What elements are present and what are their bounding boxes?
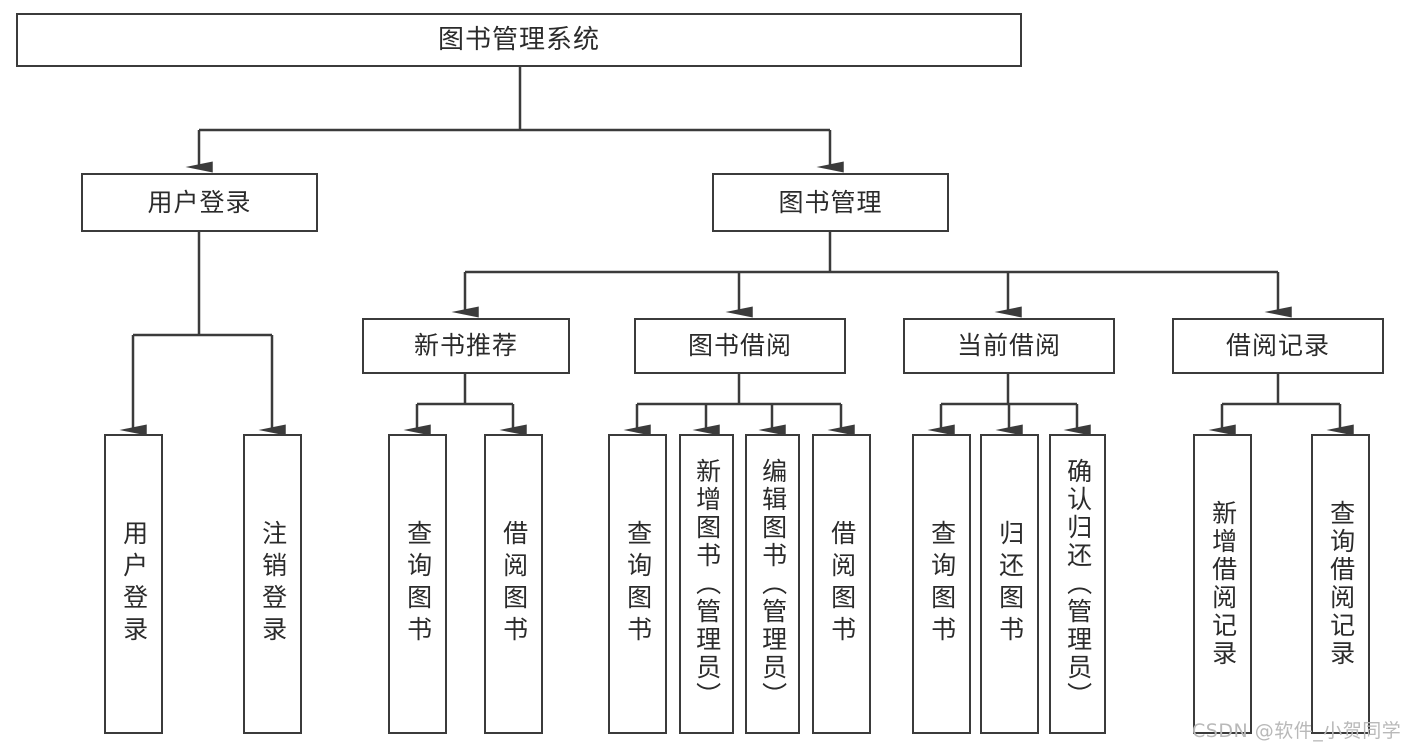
node-user-login[interactable]: 用户登录 (81, 173, 318, 232)
node-current-borrow[interactable]: 当前借阅 (903, 318, 1115, 374)
node-new-book-recommend[interactable]: 新书推荐 (362, 318, 570, 374)
leaf-borrow-record-add-record[interactable]: 新增借阅记录 (1193, 434, 1252, 734)
leaf-borrow-record-query-record[interactable]: 查询借阅记录 (1311, 434, 1370, 734)
leaf-book-borrow-query-book[interactable]: 查询图书 (608, 434, 667, 734)
leaf-book-borrow-borrow-book[interactable]: 借阅图书 (812, 434, 871, 734)
node-borrow-record[interactable]: 借阅记录 (1172, 318, 1384, 374)
node-book-borrow[interactable]: 图书借阅 (634, 318, 846, 374)
leaf-user-login-logout[interactable]: 注销登录 (243, 434, 302, 734)
leaf-current-borrow-confirm-return-admin[interactable]: 确认归还（管理员） (1049, 434, 1106, 734)
leaf-book-borrow-edit-book-admin[interactable]: 编辑图书（管理员） (745, 434, 800, 734)
leaf-current-borrow-query-book[interactable]: 查询图书 (912, 434, 971, 734)
node-root-system[interactable]: 图书管理系统 (16, 13, 1022, 67)
leaf-new-book-borrow-book[interactable]: 借阅图书 (484, 434, 543, 734)
leaf-current-borrow-return-book[interactable]: 归还图书 (980, 434, 1039, 734)
leaf-user-login-login[interactable]: 用户登录 (104, 434, 163, 734)
node-book-management[interactable]: 图书管理 (712, 173, 949, 232)
leaf-book-borrow-add-book-admin[interactable]: 新增图书（管理员） (679, 434, 734, 734)
csdn-watermark: CSDN @软件_小贺同学 (1192, 720, 1402, 742)
leaf-new-book-query-book[interactable]: 查询图书 (388, 434, 447, 734)
